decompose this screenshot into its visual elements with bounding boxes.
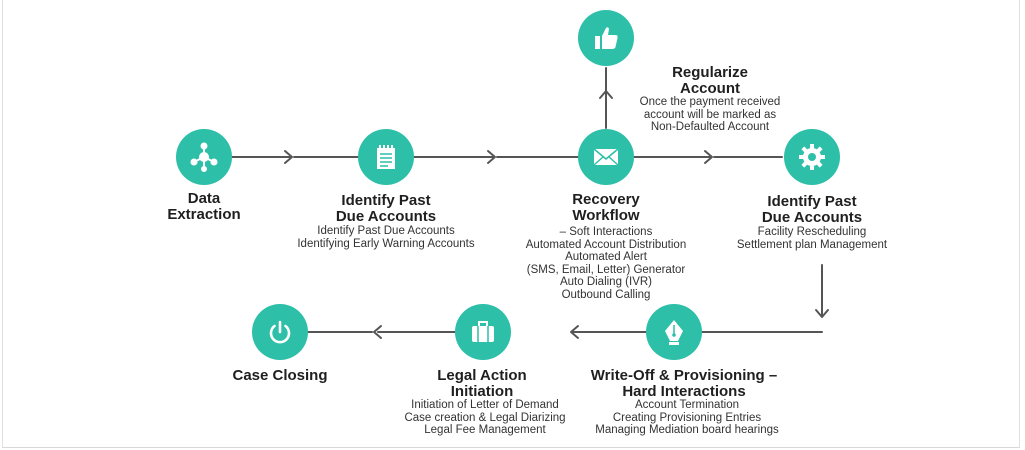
identify-past-due-desc: Identify Past Due Accounts Identifying E…: [297, 225, 475, 250]
network-icon: [190, 142, 218, 172]
thumbs-up-icon: [595, 27, 618, 49]
identify-past-due-2-desc: Facility Rescheduling Settlement plan Ma…: [736, 226, 888, 251]
recovery-workflow-desc: – Soft Interactions Automated Account Di…: [525, 226, 687, 301]
identify-past-due-2-title: Identify Past Due Accounts: [761, 193, 863, 226]
data-extraction-node: [176, 129, 232, 185]
arrowhead-down: [815, 309, 829, 318]
arrowhead-2: [487, 150, 496, 164]
arrowhead-1: [284, 150, 293, 164]
case-closing-node: [252, 304, 308, 360]
arrowhead-left-1: [570, 325, 579, 339]
recovery-workflow-title: Recovery Workflow: [572, 191, 640, 224]
regularize-account-title: Regularize Account: [672, 64, 748, 97]
identify-past-due-node: [358, 129, 414, 185]
power-icon: [269, 320, 291, 344]
arrowhead-3: [704, 150, 713, 164]
regularize-account-desc: Once the payment received account will b…: [639, 96, 781, 133]
briefcase-icon: [472, 321, 494, 342]
write-off-desc: Account Termination Creating Provisionin…: [595, 399, 779, 436]
pen-nib-icon: [665, 320, 683, 345]
gear-icon: [799, 144, 825, 170]
arrowhead-up: [599, 90, 613, 99]
recovery-workflow-node: [578, 129, 634, 185]
legal-action-desc: Initiation of Letter of Demand Case crea…: [404, 399, 566, 436]
regularize-account-node: [578, 10, 634, 66]
case-closing-title: Case Closing: [232, 367, 328, 384]
legal-action-title: Legal Action Initiation: [437, 367, 527, 400]
write-off-node: [646, 304, 702, 360]
arrowhead-left-2: [373, 325, 382, 339]
identify-past-due-title: Identify Past Due Accounts: [335, 192, 437, 225]
write-off-title: Write-Off & Provisioning – Hard Interact…: [590, 367, 778, 400]
identify-past-due-2-node: [784, 129, 840, 185]
notepad-icon: [377, 145, 395, 169]
envelope-icon: [593, 148, 619, 166]
legal-action-node: [455, 304, 511, 360]
data-extraction-title: Data Extraction: [167, 190, 241, 223]
